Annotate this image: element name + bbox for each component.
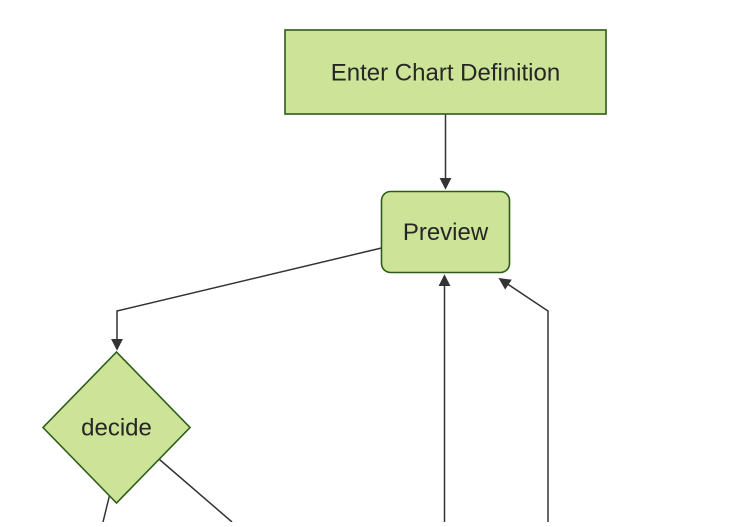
edge-decide-to-offscreen-bottom-right (159, 458, 233, 523)
node-decide-label: decide (81, 415, 152, 442)
node-decide: decide (41, 350, 192, 505)
edge-preview-to-decide (111, 247, 382, 351)
node-enter-chart-definition-label: Enter Chart Definition (331, 60, 560, 87)
node-preview-shape (380, 190, 511, 274)
node-decide-shape (41, 350, 192, 505)
node-enter-chart-definition: Enter Chart Definition (284, 29, 607, 115)
node-preview: Preview (380, 190, 511, 274)
node-preview-label: Preview (403, 219, 489, 246)
edge-decide-to-offscreen-bottom-left (102, 495, 111, 523)
edge-offscreen-bottom-right-to-preview (498, 278, 549, 522)
node-enter-chart-definition-shape (284, 29, 607, 115)
